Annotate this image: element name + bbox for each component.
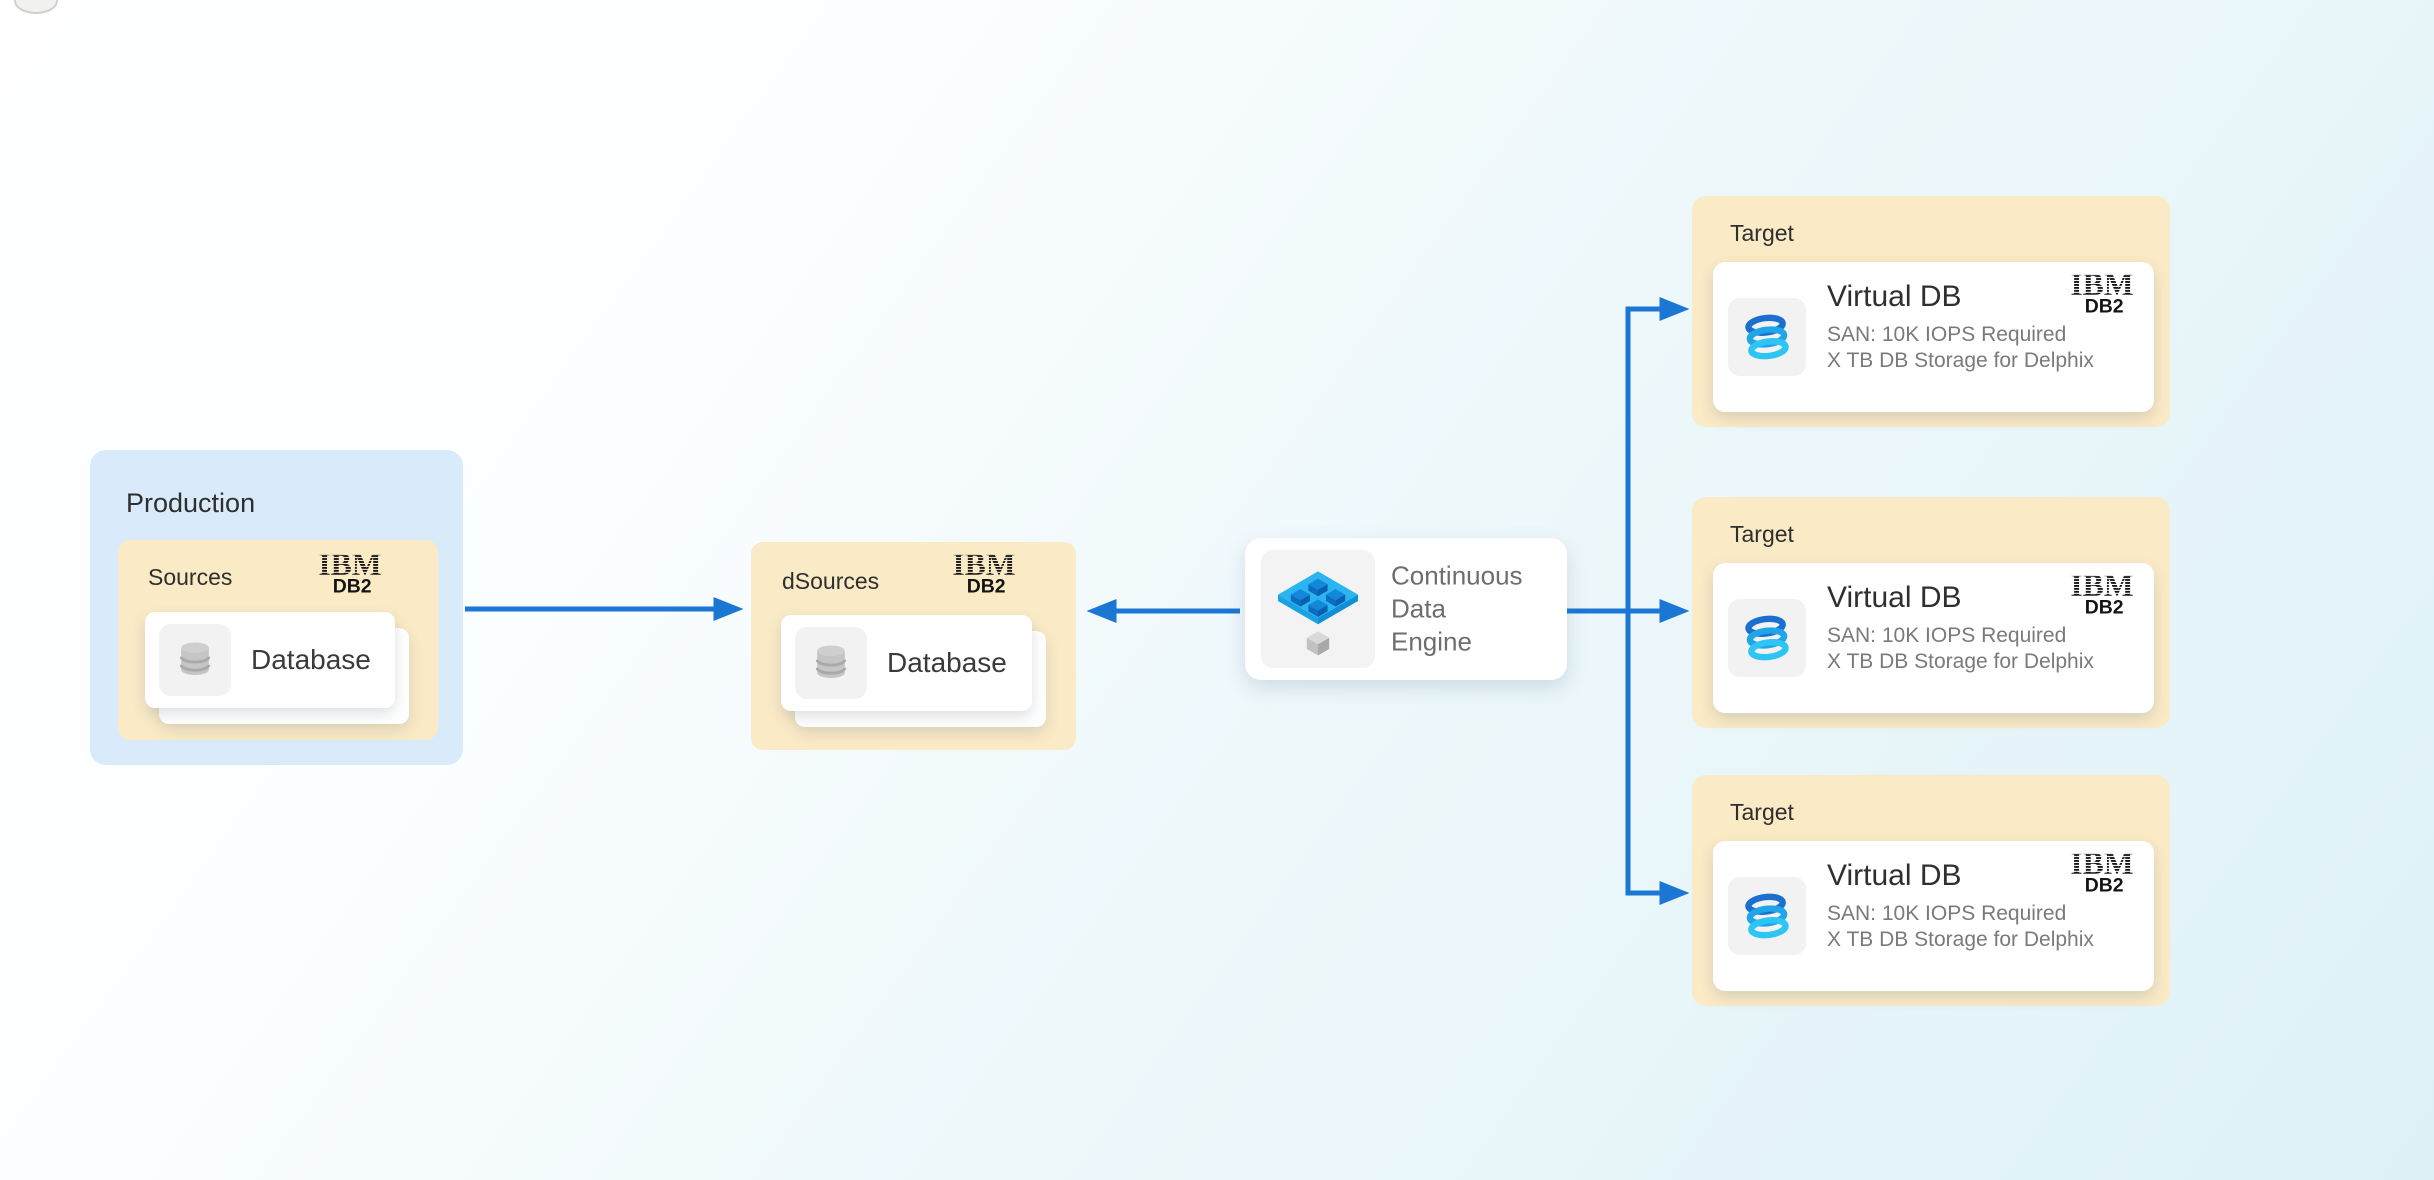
virtual-db-rings-icon — [1745, 314, 1789, 360]
virtual-db-card: Virtual DB SAN: 10K IOPS Required X TB D… — [1713, 563, 2154, 713]
virtual-db-rings-icon — [1745, 615, 1789, 661]
engine-label-line: Continuous — [1391, 560, 1523, 591]
sources-group: Sources IBM DB2 Database — [118, 540, 438, 740]
virtual-db-title: Virtual DB — [1827, 280, 1962, 313]
virtual-db-spec-san: SAN: 10K IOPS Required — [1827, 323, 2067, 346]
database-card: Database — [781, 615, 1032, 711]
engine-label: Continuous Data Engine — [1391, 560, 1523, 659]
arrow-engine-trunk — [1567, 306, 1631, 896]
virtual-db-title: Virtual DB — [1827, 859, 1962, 892]
target-group-1: Target Virtual DB SAN: 10K IOPS Required… — [1692, 196, 2170, 427]
continuous-data-engine-card: Continuous Data Engine — [1245, 538, 1567, 680]
dsources-label: dSources — [782, 568, 880, 594]
virtual-db-icon-tile — [1728, 599, 1806, 677]
engine-icon-tile — [1261, 550, 1375, 668]
virtual-db-title: Virtual DB — [1827, 581, 1962, 614]
database-card-stack: Database — [781, 615, 1046, 727]
ibm-db2-logo: IBM DB2 — [2070, 851, 2133, 897]
database-cylinder-icon — [815, 645, 847, 679]
virtual-db-card: Virtual DB SAN: 10K IOPS Required X TB D… — [1713, 841, 2154, 991]
ibm-db2-logo: IBM DB2 — [2070, 573, 2133, 619]
ibm-db2-logo: IBM DB2 — [318, 552, 381, 598]
virtual-db-icon-tile — [1728, 298, 1806, 376]
virtual-db-spec-storage: X TB DB Storage for Delphix — [1827, 928, 2094, 951]
virtual-db-spec-storage: X TB DB Storage for Delphix — [1827, 650, 2094, 673]
production-group: Production Sources IBM DB2 — [90, 450, 463, 765]
target-group-2: Target Virtual DB SAN: 10K IOPS Required… — [1692, 497, 2170, 728]
virtual-db-spec-storage: X TB DB Storage for Delphix — [1827, 349, 2094, 372]
virtual-db-text: Virtual DB SAN: 10K IOPS Required X TB D… — [1827, 859, 2094, 953]
database-icon-tile — [795, 627, 867, 699]
db2-logo-text: DB2 — [2085, 875, 2124, 897]
engine-label-line: Data — [1391, 593, 1446, 624]
ibm-db2-logo: IBM DB2 — [2070, 272, 2133, 318]
target-label: Target — [1730, 521, 1794, 547]
target-group-3: Target Virtual DB SAN: 10K IOPS Required… — [1692, 775, 2170, 1006]
production-label: Production — [126, 488, 256, 518]
sources-label: Sources — [148, 564, 233, 590]
dsources-group: dSources IBM DB2 Database — [751, 542, 1076, 750]
db2-logo-text: DB2 — [333, 576, 372, 598]
db2-logo-text: DB2 — [2085, 597, 2124, 619]
database-icon-tile — [159, 624, 231, 696]
database-card-title: Database — [251, 644, 371, 675]
db2-logo-text: DB2 — [2085, 296, 2124, 318]
virtual-db-rings-icon — [1745, 893, 1789, 939]
database-card: Database — [145, 612, 395, 708]
virtual-db-spec-san: SAN: 10K IOPS Required — [1827, 902, 2067, 925]
virtual-db-text: Virtual DB SAN: 10K IOPS Required X TB D… — [1827, 581, 2094, 675]
target-label: Target — [1730, 799, 1794, 825]
virtual-db-icon-tile — [1728, 877, 1806, 955]
database-card-stack: Database — [145, 612, 409, 724]
ibm-logo-text: IBM — [952, 552, 1015, 582]
virtual-db-text: Virtual DB SAN: 10K IOPS Required X TB D… — [1827, 280, 2094, 374]
continuous-data-engine-icon — [1278, 571, 1358, 656]
target-label: Target — [1730, 220, 1794, 246]
ibm-logo-text: IBM — [2070, 272, 2133, 302]
virtual-db-card: Virtual DB SAN: 10K IOPS Required X TB D… — [1713, 262, 2154, 412]
cropped-logo-top-left — [14, 0, 58, 14]
ibm-logo-text: IBM — [2070, 573, 2133, 603]
virtual-db-spec-san: SAN: 10K IOPS Required — [1827, 624, 2067, 647]
database-card-title: Database — [887, 647, 1007, 678]
ibm-logo-text: IBM — [318, 552, 381, 582]
engine-label-line: Engine — [1391, 626, 1472, 657]
db2-logo-text: DB2 — [967, 576, 1006, 598]
ibm-logo-text: IBM — [2070, 851, 2133, 881]
database-cylinder-icon — [179, 642, 211, 676]
ibm-db2-logo: IBM DB2 — [952, 552, 1015, 598]
